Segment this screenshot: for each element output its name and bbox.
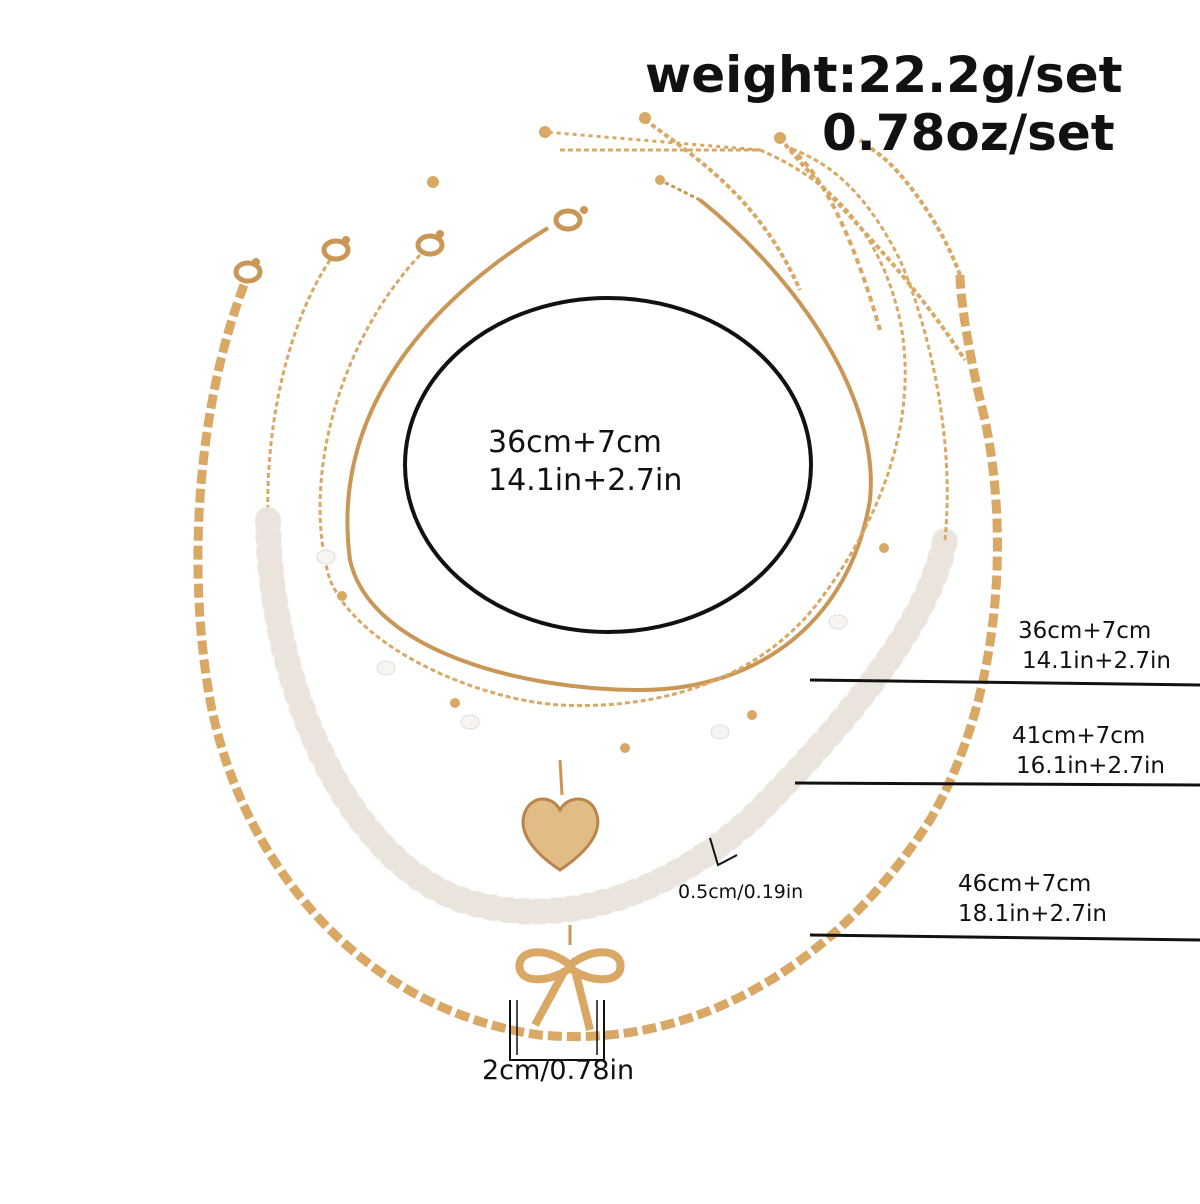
gold-bead [450,698,460,708]
weight-grams: weight:22.2g/set [645,46,1123,104]
chain-end-bead [639,112,651,124]
pearl-size-marker [709,837,738,867]
pearl-station [828,614,848,630]
size-oval [403,296,813,634]
necklace-fine-chain [345,175,873,693]
measure-36cm-label: 36cm+7cm [1018,618,1152,644]
necklace-figaro-chain [193,138,1002,1042]
measure-36cm-inch-label: 14.1in+2.7in [1022,648,1171,674]
lobster-clasp [233,258,263,284]
pearl-station [316,549,336,565]
pearl-size-label: 0.5cm/0.19in [678,881,804,903]
gold-bead [620,743,630,753]
bow-size-bracket [509,1000,605,1061]
bow-size-label: 2cm/0.78in [482,1055,635,1086]
lobster-clasp [415,230,445,257]
measure-41cm-inch-label: 16.1in+2.7in [1016,753,1165,779]
pearl-station [710,724,730,740]
necklace-heart-pearl [316,126,907,872]
measure-line-41cm [794,781,1200,787]
lobster-clasp [553,206,588,232]
chain-end-bead [427,176,439,188]
oval-size-in: 14.1in+2.7in [488,463,683,498]
chain-end-bead [539,126,551,138]
pearl-station [460,714,480,730]
lobster-clasp [321,236,351,262]
measure-46cm-inch-label: 18.1in+2.7in [958,901,1107,927]
extension-chains [643,118,967,362]
measure-41cm-label: 41cm+7cm [1012,723,1146,749]
measure-line-46cm [809,933,1200,942]
gold-bead [747,710,757,720]
measure-46cm-label: 46cm+7cm [958,871,1092,897]
gold-bead [879,543,889,553]
measure-line-36cm [809,678,1200,687]
gold-bead [337,591,347,601]
bow-pendant [515,948,625,1031]
heart-pendant [521,797,600,872]
oval-size-cm: 36cm+7cm [488,425,662,460]
necklace-pearl-bow [255,132,958,1031]
pearl-station [376,660,396,676]
weight-ounces: 0.78oz/set [822,104,1115,162]
chain-end-bead [655,175,665,185]
